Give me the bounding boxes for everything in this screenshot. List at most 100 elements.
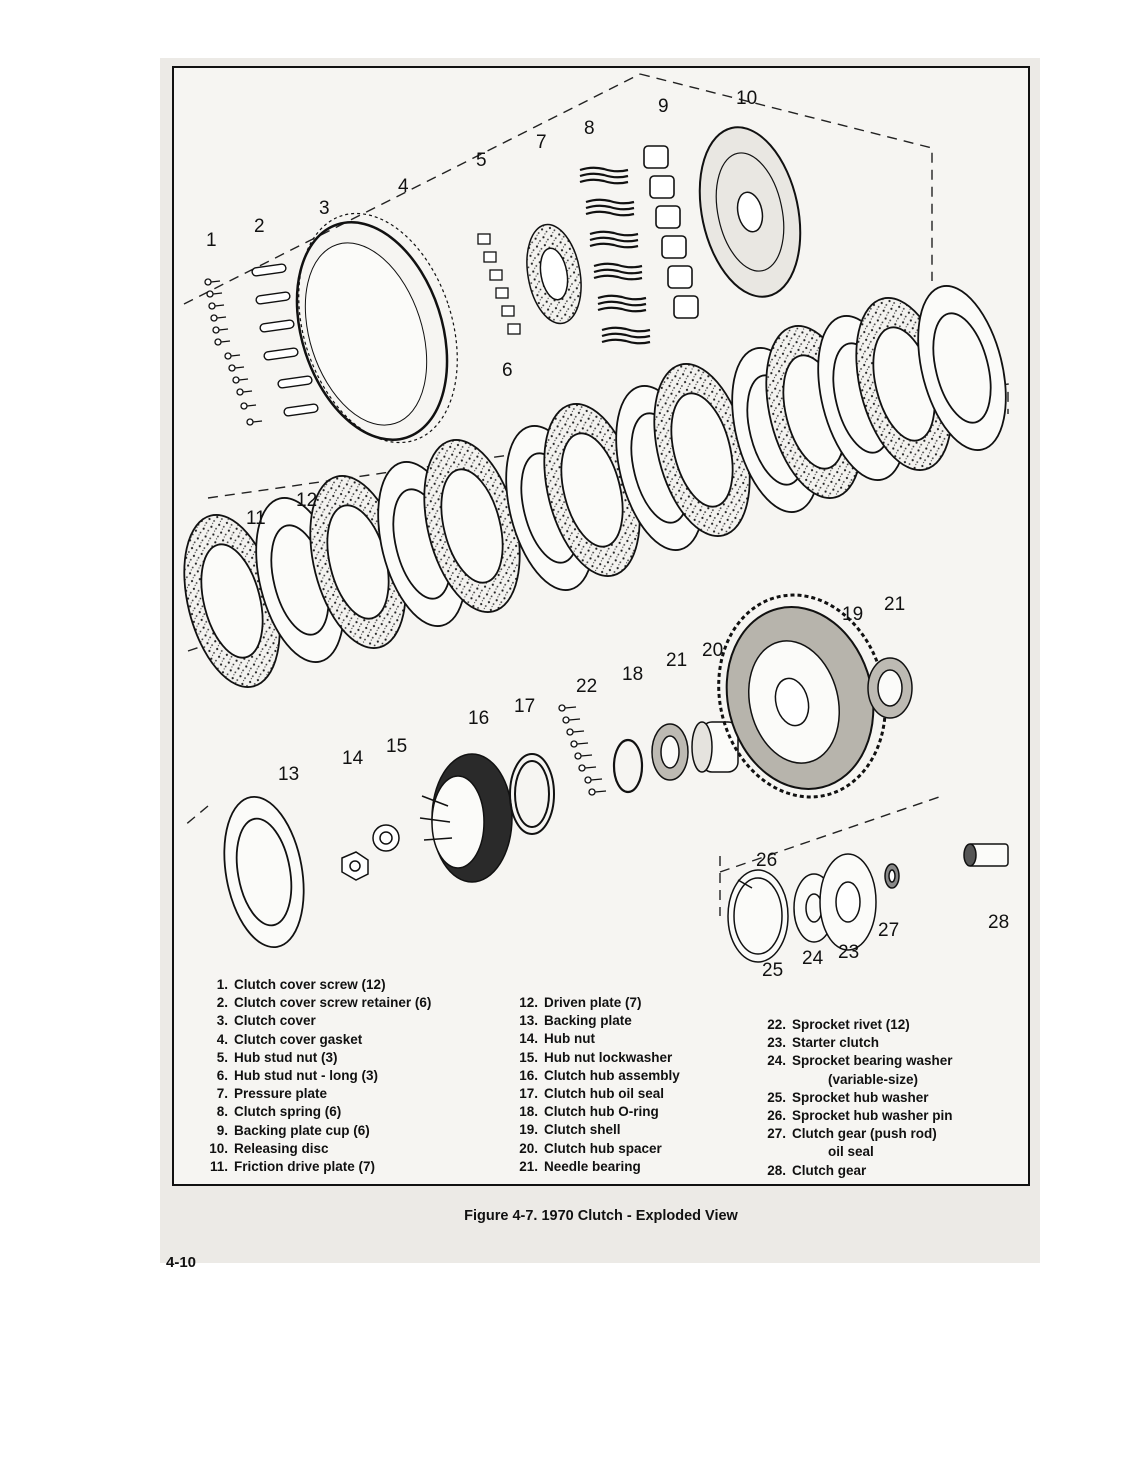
callout-number: 16: [468, 708, 489, 729]
legend-item: 20.Clutch hub spacer: [508, 1140, 680, 1158]
sprocket-washer-group: [727, 853, 877, 963]
legend-number: [792, 1071, 828, 1089]
legend-label: Hub nut: [544, 1031, 595, 1047]
callout-number: 13: [278, 764, 299, 785]
legend-label: Hub stud nut - long (3): [234, 1068, 378, 1084]
legend-label: Driven plate (7): [544, 995, 642, 1010]
legend-number: 19.: [519, 1122, 538, 1138]
legend-item: 17. Clutch hub oil seal: [508, 1085, 680, 1103]
callout-number: 26: [756, 850, 777, 871]
legend-item: 12. Driven plate (7): [508, 994, 680, 1012]
needle-bearing-and-spacer: [651, 721, 739, 781]
legend-number: 12.: [519, 995, 538, 1010]
callout-labels: 1 2 3 4 5 6 7 8 9 10 11 12 13 14 15 16 1…: [206, 88, 1009, 981]
legend-number: 21.: [519, 1158, 538, 1174]
legend-label: Clutch hub assembly: [544, 1067, 680, 1083]
legend-label: Clutch cover screw (12): [234, 977, 386, 992]
legend-item: oil seal: [756, 1143, 953, 1161]
legend-label: Clutch hub oil seal: [544, 1086, 665, 1102]
backing-plate: [223, 795, 305, 949]
legend-number: 3.: [216, 1013, 228, 1029]
legend-label: Needle bearing: [544, 1158, 641, 1174]
legend-item: 16.Clutch hub assembly: [508, 1067, 680, 1085]
clutch-gear-oil-seal: [884, 863, 900, 889]
legend-number: 5.: [216, 1049, 228, 1065]
parts-legend-column-1: 1.Clutch cover screw (12) 2.Clutch cover…: [198, 976, 431, 1176]
callout-number: 25: [762, 960, 783, 981]
callout-number: 19: [842, 604, 863, 625]
legend-number: 10.: [209, 1140, 228, 1156]
legend-item: 19. Clutch shell: [508, 1121, 680, 1139]
sprocket-rivets: [558, 704, 607, 796]
callout-number: 14: [342, 748, 364, 769]
legend-label: Clutch shell: [544, 1122, 621, 1138]
legend-item: 6. Hub stud nut - long (3): [198, 1067, 431, 1085]
releasing-disc: [698, 126, 802, 298]
page-number: 4-10: [166, 1254, 197, 1271]
legend-number: 11.: [209, 1159, 228, 1175]
callout-number: 23: [838, 942, 859, 963]
legend-item: 24. Sprocket bearing washer: [756, 1052, 953, 1070]
legend-item: 3.Clutch cover: [198, 1012, 431, 1030]
legend-number: 4.: [216, 1031, 228, 1047]
legend-number: 17.: [519, 1086, 538, 1102]
callout-number: 24: [802, 948, 824, 969]
callout-number: 9: [658, 96, 669, 117]
legend-item: 1.Clutch cover screw (12): [198, 976, 431, 994]
legend-label: Sprocket bearing washer: [792, 1053, 953, 1069]
legend-item: 2.Clutch cover screw retainer (6): [198, 994, 432, 1012]
legend-item: 27.Clutch gear (push rod): [756, 1125, 953, 1143]
legend-label: Backing plate cup (6): [234, 1122, 370, 1138]
screw-retainers: [251, 263, 319, 417]
legend-label: Starter clutch: [792, 1035, 880, 1051]
legend-number: 7.: [216, 1086, 228, 1102]
callout-number: 17: [514, 696, 535, 717]
callout-number: 2: [254, 216, 265, 237]
legend-label: Hub stud nut (3): [234, 1049, 338, 1065]
needle-bearing-right: [867, 657, 913, 719]
backing-plate-cups: [643, 145, 699, 319]
legend-item: 25.Sprocket hub washer: [756, 1089, 953, 1107]
callout-number: 4: [398, 176, 409, 197]
callout-number: 12: [296, 490, 317, 511]
callout-number: 10: [736, 88, 757, 109]
callout-number: 22: [576, 676, 597, 697]
clutch-hub-assembly: [419, 753, 513, 883]
legend-item: 21. Needle bearing: [508, 1158, 680, 1176]
callout-number: 11: [246, 508, 266, 529]
clutch-cover-assembly: [295, 212, 458, 444]
legend-number: 22.: [767, 1017, 786, 1032]
legend-label: Releasing disc: [234, 1140, 329, 1156]
callout-number: 8: [584, 118, 595, 139]
callout-number: 15: [386, 736, 407, 757]
legend-item: 11. Friction drive plate (7): [198, 1158, 431, 1176]
legend-label: Clutch cover gasket: [234, 1031, 363, 1047]
legend-item: 5. Hub stud nut (3): [198, 1049, 431, 1067]
clutch-cover-screws: [204, 278, 263, 426]
legend-label: oil seal: [828, 1144, 874, 1160]
legend-item: 13.Backing plate: [508, 1012, 680, 1030]
legend-label: Clutch gear: [792, 1162, 867, 1178]
parts-legend-column-2: 12. Driven plate (7) 13.Backing plate 14.…: [508, 994, 680, 1176]
legend-item: 15. Hub nut lockwasher: [508, 1049, 680, 1067]
legend-item: 28. Clutch gear: [756, 1162, 953, 1180]
legend-number: [792, 1143, 828, 1161]
legend-label: Sprocket hub washer: [792, 1089, 929, 1105]
callout-number: 6: [502, 360, 513, 381]
legend-label: Clutch spring (6): [234, 1104, 342, 1120]
legend-number: 28.: [767, 1162, 786, 1178]
legend-number: 24.: [767, 1053, 786, 1069]
legend-number: 6.: [216, 1068, 228, 1084]
legend-label: Friction drive plate (7): [234, 1159, 376, 1175]
pressure-plate: [526, 223, 582, 325]
legend-label: Hub nut lockwasher: [544, 1049, 673, 1065]
callout-number: 5: [476, 150, 487, 171]
legend-item: 14.Hub nut: [508, 1030, 680, 1048]
callout-number: 27: [878, 920, 899, 941]
legend-label: Clutch gear (push rod): [792, 1126, 937, 1142]
callout-number: 18: [622, 664, 643, 685]
legend-number: 13.: [519, 1013, 538, 1029]
callout-number: 28: [988, 912, 1009, 933]
legend-number: 9.: [216, 1122, 228, 1138]
legend-number: 15.: [519, 1049, 538, 1065]
